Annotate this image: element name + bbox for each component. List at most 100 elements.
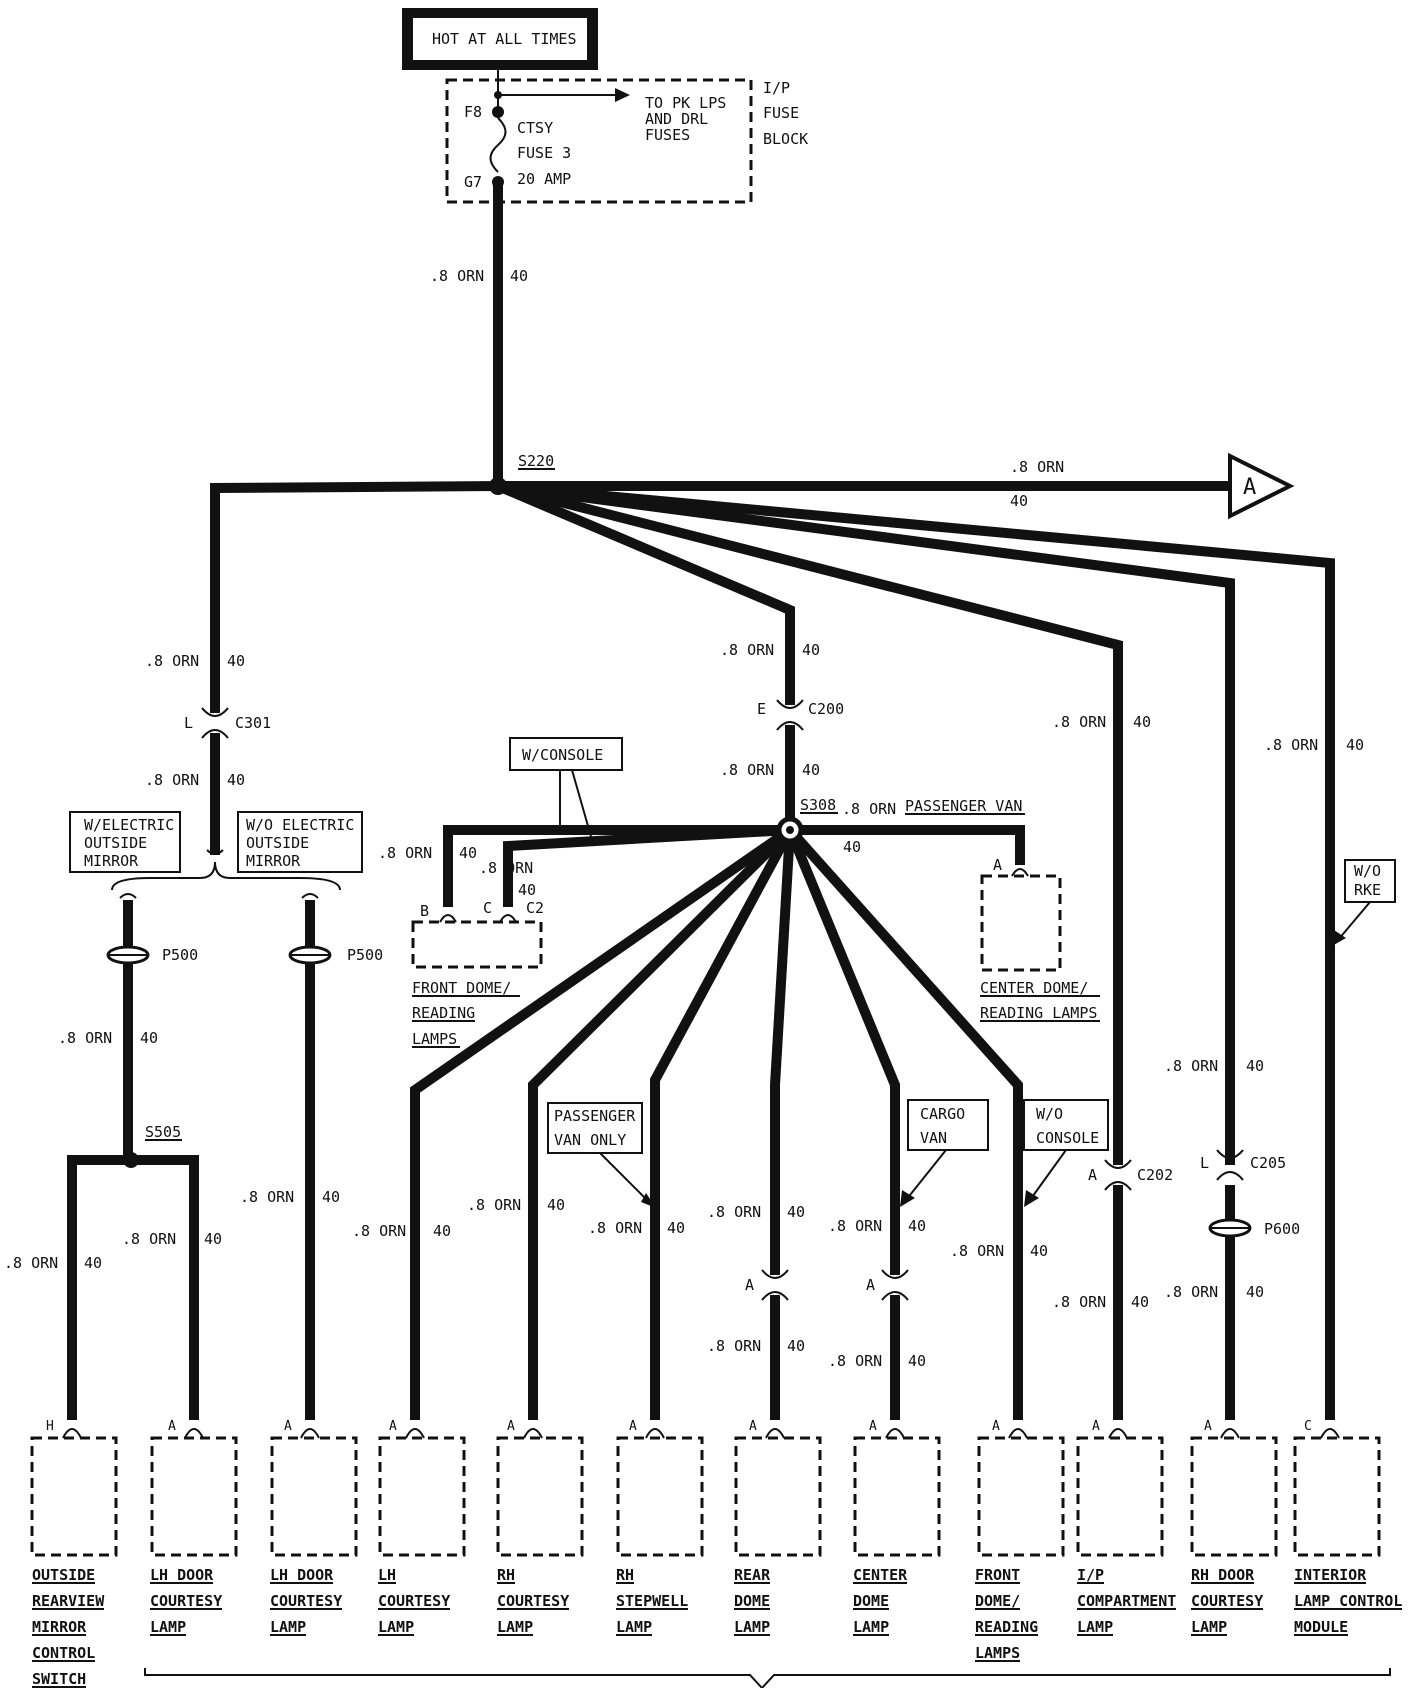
wire-to-front-dome-b xyxy=(443,825,795,907)
component-label-line: RH xyxy=(497,1566,515,1584)
note-passenger-van-2: VAN ONLY xyxy=(554,1131,626,1149)
component-label-line: LAMP xyxy=(734,1618,770,1636)
wire-label-gauge: .8 ORN xyxy=(145,652,199,670)
splice-s220-dot xyxy=(489,477,507,495)
wire-label-gauge: .8 ORN xyxy=(720,761,774,779)
wire-label-gauge: .8 ORN xyxy=(588,1219,642,1237)
wire-to-front-dome-c xyxy=(503,824,796,907)
wire-label-circuit: 40 xyxy=(1246,1057,1264,1075)
wire-label-gauge: .8 ORN xyxy=(122,1230,176,1248)
wire-label-gauge: .8 ORN xyxy=(707,1203,761,1221)
wire-to-rh-stepwell xyxy=(650,823,797,1420)
note-w-electric-3: MIRROR xyxy=(84,852,139,870)
wire-label-circuit: 40 xyxy=(908,1352,926,1370)
wire-label-gauge: .8 ORN xyxy=(430,267,484,285)
fuse-symbol-icon xyxy=(489,117,507,173)
wire-to-center-dome-upper xyxy=(785,825,1025,865)
note-wo-electric-1: W/O ELECTRIC xyxy=(246,816,354,834)
component-label-line: DOME xyxy=(734,1592,770,1610)
connector-terminal-icon xyxy=(1008,1428,1028,1439)
note-cargo-van-2: VAN xyxy=(920,1129,947,1147)
component-box xyxy=(378,1436,466,1557)
wire-label-gauge: .8 ORN xyxy=(1164,1283,1218,1301)
wire-label-circuit: 40 xyxy=(1133,713,1151,731)
wire-to-center-dome xyxy=(783,823,900,1275)
connector-terminal-icon xyxy=(885,1428,905,1439)
component-label-line: LAMPS xyxy=(975,1644,1020,1662)
wire-label-gauge: .8 ORN xyxy=(950,1242,1004,1260)
c202-label: C202 xyxy=(1137,1166,1173,1184)
component-label-line: LAMP xyxy=(1077,1618,1113,1636)
wire-label-gauge: .8 ORN xyxy=(1052,1293,1106,1311)
note-passenger-van-1: PASSENGER xyxy=(554,1107,636,1125)
wire-label-gauge: .8 ORN xyxy=(828,1217,882,1235)
note-wo-electric-3: MIRROR xyxy=(246,852,301,870)
component-label-line: REARVIEW xyxy=(32,1592,105,1610)
component-label-line: LH DOOR xyxy=(270,1566,334,1584)
connector-terminal-icon xyxy=(184,1428,204,1439)
front-dome-reading-1: FRONT DOME/ xyxy=(412,979,511,997)
component-label-line: LAMP xyxy=(378,1618,414,1636)
fuse-name-1: CTSY xyxy=(517,119,553,137)
wire-label-circuit: 40 xyxy=(1246,1283,1264,1301)
ip-fuse-block: I/P FUSE BLOCK F8 G7 CTSY FUSE 3 20 AMP … xyxy=(445,70,808,204)
component-label-line: LAMP xyxy=(1191,1618,1227,1636)
s308-right-note: PASSENGER VAN xyxy=(905,797,1022,815)
wire-label-gauge: .8 ORN xyxy=(1264,736,1318,754)
component-label-line: I/P xyxy=(1077,1566,1104,1584)
center-dome-reading-2: READING LAMPS xyxy=(980,1004,1097,1022)
wire-label-circuit: 40 xyxy=(227,652,245,670)
note-wo-console-2: CONSOLE xyxy=(1036,1129,1099,1147)
s308-right-gauge: .8 ORN xyxy=(842,800,896,818)
fuse-block-label-1: I/P xyxy=(763,79,790,97)
component-label-line: COMPARTMENT xyxy=(1077,1592,1176,1610)
connector-terminal-icon xyxy=(1320,1428,1340,1439)
terminal-g7: G7 xyxy=(464,173,482,191)
splice-s505-label: S505 xyxy=(145,1123,181,1141)
c200-label: C200 xyxy=(808,700,844,718)
wire-label-circuit: 40 xyxy=(1346,736,1364,754)
component-label-line: RH xyxy=(616,1566,634,1584)
wires xyxy=(67,183,1335,1420)
component-label-line: COURTESY xyxy=(378,1592,450,1610)
component-pin: H xyxy=(46,1419,54,1434)
component-label-line: LAMP xyxy=(616,1618,652,1636)
component-pin: A xyxy=(992,1419,1000,1434)
wire-label-gauge: .8 ORN xyxy=(707,1337,761,1355)
wire-label-circuit: 40 xyxy=(1030,1242,1048,1260)
component-label-line: RH DOOR xyxy=(1191,1566,1255,1584)
component-label-line: MODULE xyxy=(1294,1618,1348,1636)
feed-note-1: TO PK LPS xyxy=(645,94,726,112)
wire-label-circuit: 40 xyxy=(787,1337,805,1355)
component-box xyxy=(496,1436,584,1557)
wire-label-circuit: 40 xyxy=(1131,1293,1149,1311)
component-box xyxy=(1076,1436,1164,1557)
wire-to-c205 xyxy=(492,480,1235,1165)
component-box xyxy=(270,1436,358,1557)
component-label-line: LAMP xyxy=(150,1618,186,1636)
wire-label-circuit: 40 xyxy=(908,1217,926,1235)
component-label-line: CONTROL xyxy=(32,1644,95,1662)
component-pin: C xyxy=(1304,1419,1312,1434)
component-box xyxy=(1293,1436,1381,1557)
c202-pin: A xyxy=(1088,1166,1097,1184)
wire-label-circuit: 40 xyxy=(547,1196,565,1214)
wire-label-gauge: .8 ORN xyxy=(828,1352,882,1370)
splice-s505-dot xyxy=(123,1152,139,1168)
component-box xyxy=(616,1436,704,1557)
wire-label-gauge: .8 ORN xyxy=(479,859,533,877)
wire-label-circuit: 40 xyxy=(802,641,820,659)
component-pin: A xyxy=(1092,1419,1100,1434)
wire-label-circuit: 40 xyxy=(84,1254,102,1272)
component-label-line: REAR xyxy=(734,1566,771,1584)
wire-label-gauge: .8 ORN xyxy=(467,1196,521,1214)
wire-label-circuit: 40 xyxy=(510,267,528,285)
connector-terminal-icon xyxy=(1220,1428,1240,1439)
wire-label-gauge: .8 ORN xyxy=(58,1029,112,1047)
